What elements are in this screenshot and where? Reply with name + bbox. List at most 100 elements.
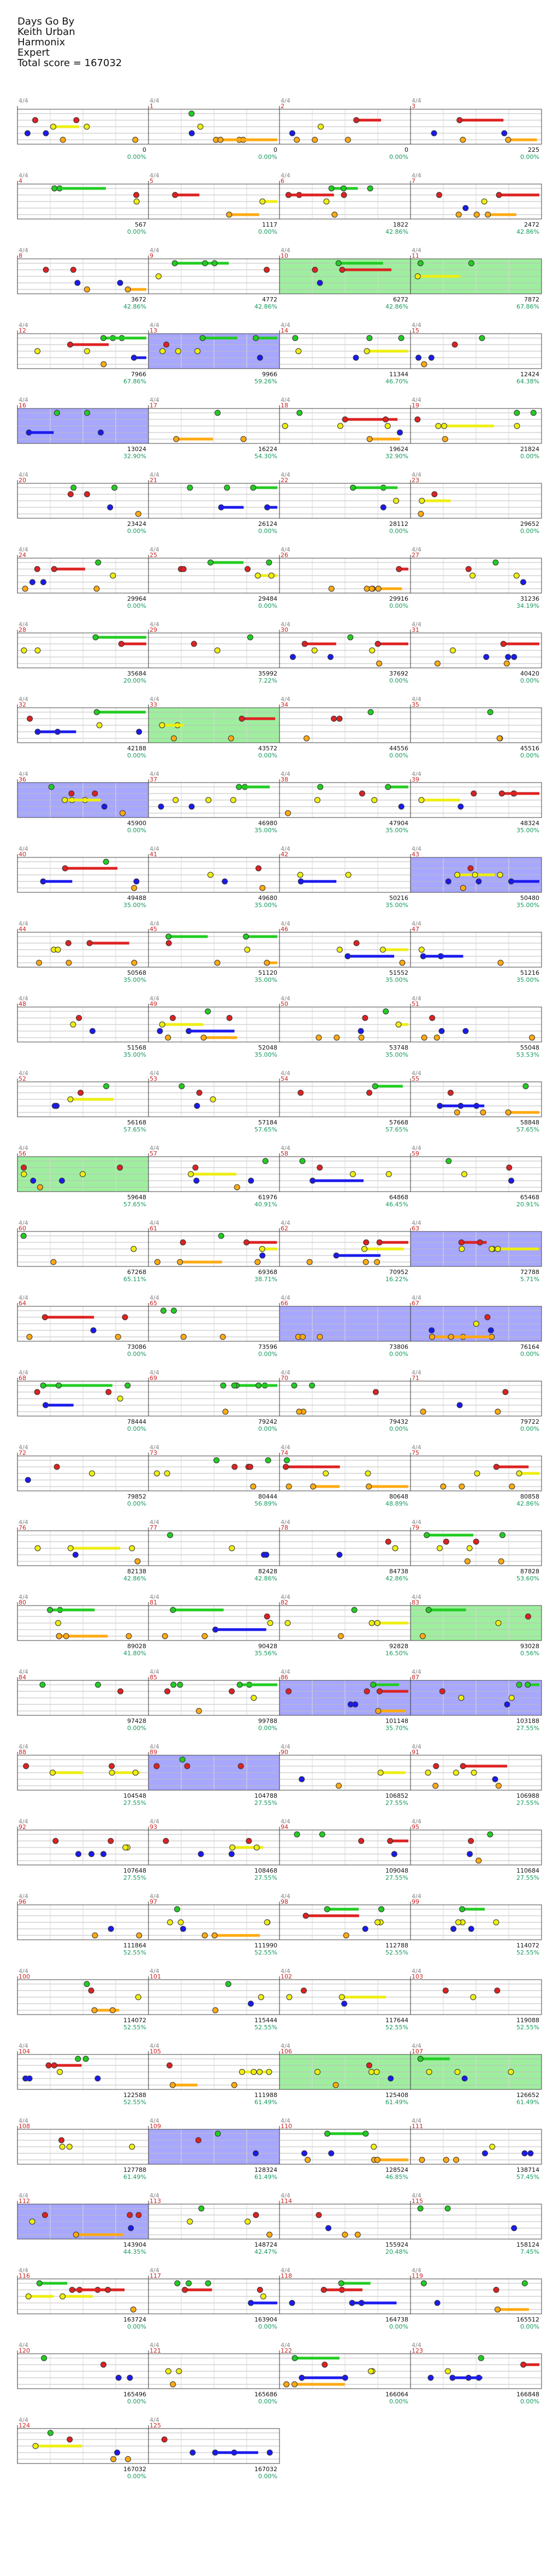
measure-number: 91 <box>412 1749 419 1756</box>
note-gem <box>454 2069 461 2075</box>
measure-number: 60 <box>19 1225 26 1232</box>
note-gem <box>66 2143 73 2150</box>
note-gem <box>342 2231 348 2238</box>
note-gem <box>268 572 275 579</box>
note-gem <box>266 2069 272 2075</box>
note-gem <box>466 1545 473 1551</box>
time-signature: 4/4 <box>19 1070 28 1077</box>
time-signature: 4/4 <box>412 2342 421 2349</box>
note-gem <box>417 2205 424 2212</box>
note-gem <box>317 280 323 286</box>
note-gem <box>504 1701 510 1708</box>
note-gem <box>74 280 81 286</box>
note-gem <box>207 559 214 566</box>
measure-number: 122 <box>281 2347 292 2354</box>
time-signature: 4/4 <box>412 2192 421 2199</box>
note-gem <box>320 2287 327 2293</box>
measure-percent: 52.55% <box>516 1949 539 1956</box>
measure-percent: 35.00% <box>254 1051 277 1058</box>
note-gem <box>34 729 41 735</box>
note-gem <box>250 1483 257 1490</box>
note-gem <box>493 1919 499 1926</box>
note-gem <box>122 1844 129 1851</box>
note-gem <box>67 2436 73 2443</box>
measure-score: 106852 <box>385 1792 408 1799</box>
measure-number: 12 <box>19 327 26 334</box>
note-gem <box>170 1681 177 1688</box>
measure-percent: 46.70% <box>385 378 408 385</box>
measure-score: 114072 <box>516 1942 539 1949</box>
measure-score: 72788 <box>520 1269 539 1276</box>
note-gem <box>79 1171 86 1177</box>
note-gem <box>508 1695 515 1701</box>
note-gem <box>289 654 296 660</box>
note-gem <box>220 1382 227 1389</box>
note-gem <box>180 1334 187 1340</box>
measure-score: 122588 <box>123 2092 146 2099</box>
time-signature: 4/4 <box>281 322 290 329</box>
note-gem <box>198 2205 205 2212</box>
note-gem <box>367 185 373 192</box>
note-gem <box>399 960 406 966</box>
measure-number: 6 <box>281 177 284 185</box>
measure-percent: 0.00% <box>389 2323 408 2330</box>
note-gem <box>41 1314 48 1320</box>
measure-number: 15 <box>412 327 419 334</box>
measure-percent: 0.00% <box>520 528 539 535</box>
time-signature: 4/4 <box>281 396 290 404</box>
time-signature: 4/4 <box>412 2117 421 2124</box>
measure-percent: 52.55% <box>123 2099 146 2106</box>
measure-number: 125 <box>150 2422 161 2429</box>
note-gem <box>333 1252 340 1259</box>
measure-percent: 27.55% <box>516 1725 539 1732</box>
note-gem <box>251 2069 257 2075</box>
measure-percent: 57.65% <box>254 1126 277 1133</box>
measure-number: 19 <box>412 402 419 409</box>
note-gem <box>196 1089 203 1096</box>
measure-score: 9966 <box>262 371 277 378</box>
note-gem <box>62 797 68 803</box>
note-gem <box>211 260 218 267</box>
note-gem <box>252 2150 259 2157</box>
note-gem <box>503 660 510 667</box>
measure-score: 53748 <box>389 1044 408 1051</box>
note-gem <box>60 2293 66 2300</box>
note-gem <box>465 2374 472 2381</box>
note-gem <box>434 2300 441 2306</box>
note-gem <box>316 2212 322 2218</box>
note-gem <box>40 878 46 885</box>
measure-number: 66 <box>281 1300 288 1307</box>
note-gem <box>199 335 206 341</box>
time-signature: 4/4 <box>150 1219 159 1227</box>
measure-number: 120 <box>19 2347 30 2354</box>
note-gem <box>436 1545 443 1551</box>
note-gem <box>353 940 360 946</box>
time-signature: 4/4 <box>150 1444 159 1451</box>
note-gem <box>264 1613 270 1620</box>
note-gem <box>415 354 422 361</box>
note-gem <box>195 1708 202 1714</box>
note-gem <box>159 348 166 354</box>
note-gem <box>84 348 90 354</box>
note-gem <box>135 2212 142 2218</box>
note-gem <box>29 2218 35 2225</box>
measure-score: 82138 <box>127 1568 146 1575</box>
note-gem <box>169 2082 176 2088</box>
note-gem <box>299 1158 306 1164</box>
measure-score: 0 <box>273 146 277 153</box>
measure-number: 108 <box>19 2123 30 2130</box>
measure-score: 67268 <box>127 1269 146 1276</box>
time-signature: 4/4 <box>150 771 159 778</box>
measure-number: 45 <box>150 926 157 933</box>
note-gem <box>115 2374 122 2381</box>
measure-percent: 52.55% <box>123 2024 146 2031</box>
measure-score: 43572 <box>258 745 277 752</box>
note-gem <box>229 1545 235 1551</box>
note-gem <box>473 1538 479 1545</box>
note-gem <box>24 130 31 137</box>
measure-number: 111 <box>412 2123 423 2130</box>
note-gem <box>514 423 520 429</box>
measure-score: 166848 <box>516 2391 539 2398</box>
time-signature: 4/4 <box>281 1818 290 1825</box>
note-gem <box>165 933 172 940</box>
